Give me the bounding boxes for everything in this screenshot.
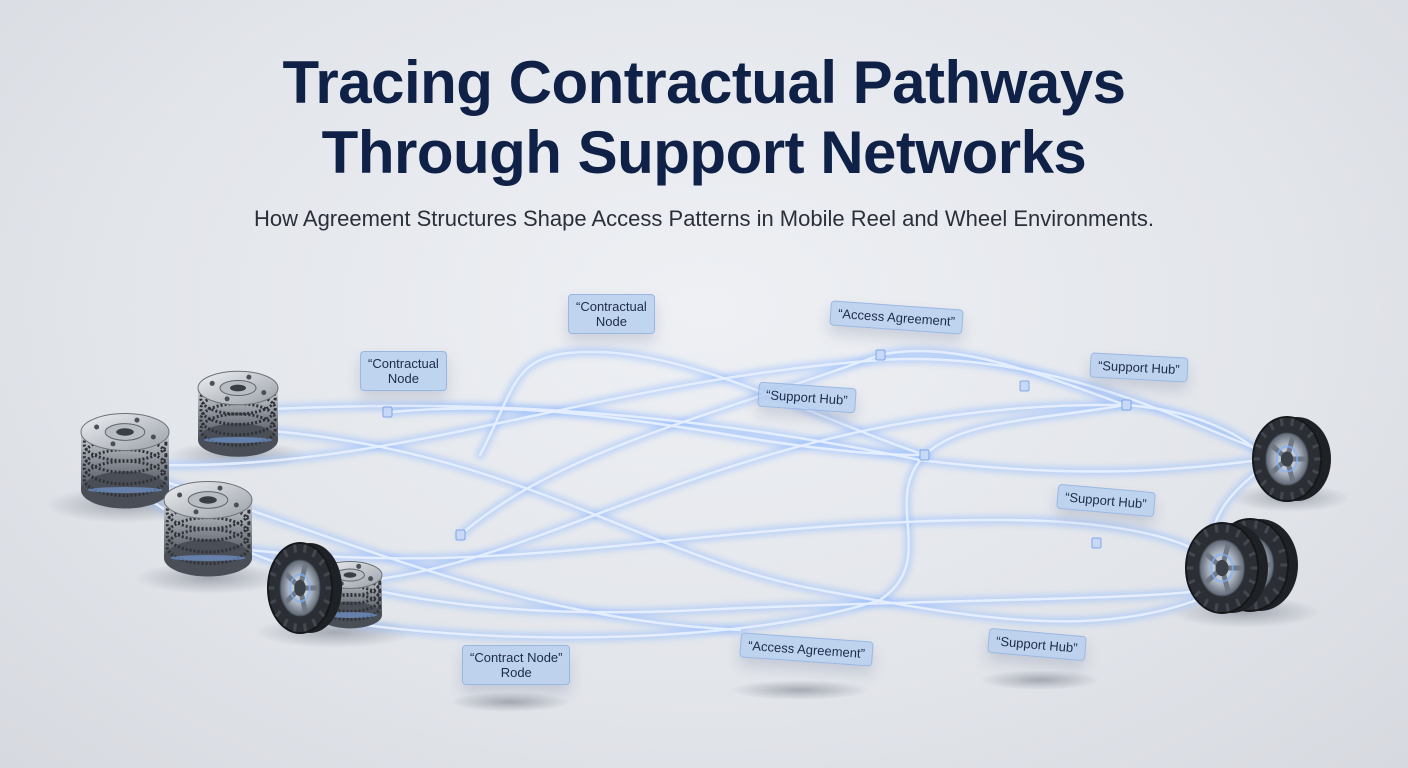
junction-cube-icon (455, 529, 466, 541)
junction-cube-icon (1019, 380, 1030, 392)
junction-nodes (382, 349, 1132, 549)
label-contract-node-bottom: “Contract Node”Rode (462, 645, 571, 685)
tire-wheels (267, 416, 1331, 634)
tire-wheel-icon (1252, 416, 1331, 502)
cable-reel-icon (197, 370, 279, 457)
page-subtitle: How Agreement Structures Shape Access Pa… (253, 206, 1154, 231)
page-title: Tracing Contractual Pathways Through Sup… (0, 48, 1408, 188)
label-support-hub-top-right: “Support Hub” (1089, 352, 1189, 383)
junction-cube-icon (1121, 399, 1132, 411)
title-line-1: Tracing Contractual Pathways (282, 49, 1126, 116)
cable-reel-icon (163, 481, 253, 577)
contract-pathways (145, 346, 1265, 642)
junction-cube-icon (875, 349, 886, 361)
tire-wheel-icon (267, 542, 342, 634)
junction-cube-icon (1091, 537, 1102, 549)
tire-wheel-icon (1185, 522, 1268, 614)
cable-reel-icon (80, 413, 170, 509)
cable-reels (80, 370, 383, 629)
junction-cube-icon (919, 449, 930, 461)
junction-cube-icon (382, 406, 393, 418)
title-line-2: Through Support Networks (321, 119, 1087, 186)
